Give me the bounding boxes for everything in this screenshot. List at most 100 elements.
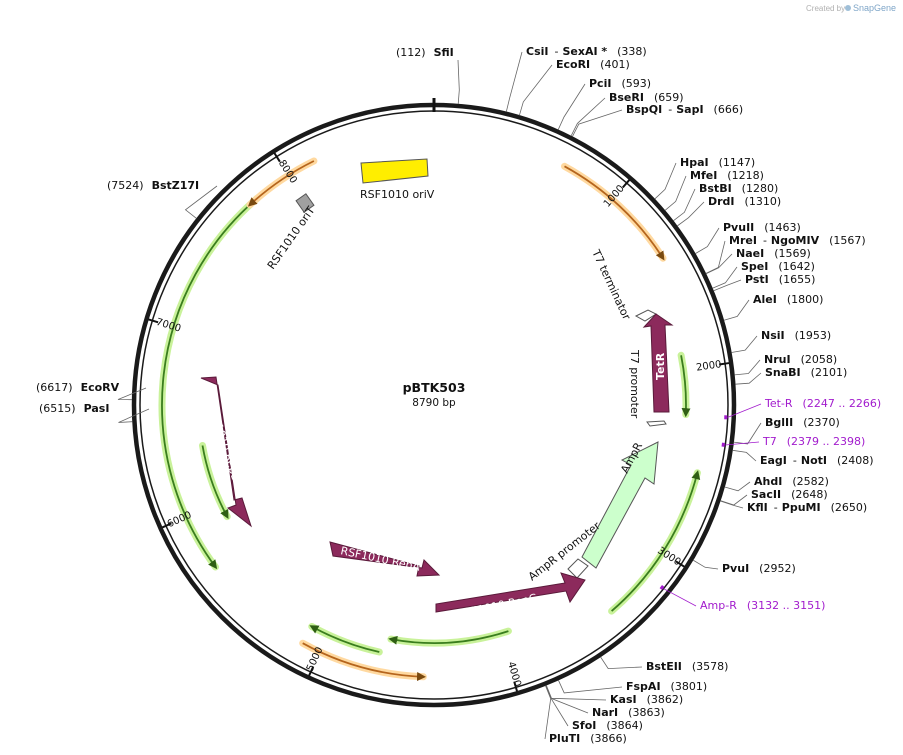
site-leader-line xyxy=(544,685,552,740)
restriction-site[interactable]: SacII(2648) xyxy=(751,488,828,501)
restriction-site[interactable]: KasI(3862) xyxy=(610,693,683,706)
site-position: (666) xyxy=(714,103,744,116)
restriction-site[interactable]: BstEII(3578) xyxy=(646,660,728,673)
site-leader-line xyxy=(735,372,762,385)
restriction-site[interactable]: PluTI(3866) xyxy=(549,732,627,745)
feature-repa[interactable] xyxy=(329,541,441,577)
site-leader-line xyxy=(519,64,553,116)
restriction-site[interactable]: NruI(2058) xyxy=(764,353,837,366)
site-name: NaeI xyxy=(736,247,764,260)
site-position: (1280) xyxy=(742,182,779,195)
site-position: (3866) xyxy=(590,732,627,745)
restriction-site[interactable]: KflI-PpuMI(2650) xyxy=(747,501,867,514)
restriction-site[interactable]: (112)SfiI xyxy=(396,46,454,59)
tick-mark xyxy=(718,362,730,366)
restriction-site[interactable]: SnaBI(2101) xyxy=(765,366,847,379)
restriction-site[interactable]: DrdI(1310) xyxy=(708,195,781,208)
orf-arrow[interactable] xyxy=(388,630,509,645)
site-name: DrdI xyxy=(708,195,735,208)
orf-arrow[interactable] xyxy=(161,197,258,570)
tick-label: 4000 xyxy=(505,661,523,689)
feature-ampr[interactable] xyxy=(581,441,659,569)
plasmid-center-label: pBTK503 8790 bp xyxy=(403,380,466,409)
site-name: SacII xyxy=(751,488,781,501)
orf-arrow[interactable] xyxy=(564,165,665,261)
restriction-site[interactable]: AleI(1800) xyxy=(753,293,823,306)
site-position: (659) xyxy=(654,91,684,104)
restriction-site[interactable]: CsiI-SexAI *(338) xyxy=(526,45,647,58)
restriction-site[interactable]: NarI(3863) xyxy=(592,706,665,719)
primer-label[interactable]: Amp-R(3132 .. 3151) xyxy=(700,599,825,612)
watermark-brand: SnapGene xyxy=(853,3,896,13)
orf-arrow[interactable] xyxy=(247,160,315,207)
primer-label[interactable]: Tet-R(2247 .. 2266) xyxy=(764,397,881,410)
tick-mark xyxy=(148,318,159,324)
restriction-site[interactable]: PvuI(2952) xyxy=(722,562,796,575)
primer-layer: Tet-R(2247 .. 2266) T7(2379 .. 2398) Amp-R… xyxy=(659,397,881,612)
restriction-site[interactable]: AhdI (2582) xyxy=(754,475,829,488)
restriction-site[interactable]: PstI(1655) xyxy=(745,273,815,286)
site-name: BstBI xyxy=(699,182,732,195)
tick-mark xyxy=(675,560,685,568)
primer-mark[interactable] xyxy=(721,442,725,447)
orf-arrow[interactable] xyxy=(309,625,380,653)
site-position: (1567) xyxy=(829,234,866,247)
restriction-site[interactable]: (7524)BstZ17I xyxy=(107,179,199,192)
site-name: EcoRI xyxy=(556,58,590,71)
site-leader-line xyxy=(705,240,726,274)
feature-repb[interactable] xyxy=(200,376,252,528)
restriction-site[interactable]: EagI-NotI(2408) xyxy=(760,454,874,467)
site-name: BglII xyxy=(765,416,793,429)
restriction-site[interactable]: SpeI(1642) xyxy=(741,260,815,273)
restriction-site[interactable]: BseRI(659) xyxy=(609,91,684,104)
site-name: PasI xyxy=(84,402,110,415)
site-position: (3578) xyxy=(692,660,729,673)
feature-ampr-promoter[interactable] xyxy=(567,558,589,579)
restriction-site[interactable]: HpaI(1147) xyxy=(680,156,755,169)
restriction-site[interactable]: BglII (2370) xyxy=(765,416,840,429)
orf-arrow[interactable] xyxy=(680,355,691,418)
restriction-site[interactable]: (6617)EcoRV xyxy=(36,381,120,394)
site-leader-line xyxy=(557,83,586,130)
primer-range: (3132 .. 3151) xyxy=(747,599,826,612)
restriction-site[interactable]: (6515)PasI xyxy=(39,402,109,415)
site-name: AhdI xyxy=(754,475,782,488)
restriction-site[interactable]: PciI(593) xyxy=(589,77,651,90)
site-name: MfeI xyxy=(690,169,717,182)
primer-label[interactable]: T7(2379 .. 2398) xyxy=(762,435,865,448)
feature-oriv[interactable] xyxy=(360,158,429,184)
orf-arrow[interactable] xyxy=(302,642,426,682)
tick-mark xyxy=(273,152,281,163)
restriction-site[interactable]: NaeI(1569) xyxy=(736,247,811,260)
restriction-site[interactable]: MfeI(1218) xyxy=(690,169,764,182)
site-position: (1953) xyxy=(795,329,832,342)
site-leader-line xyxy=(558,680,623,694)
feature-tetr[interactable] xyxy=(642,313,674,413)
feature-orit[interactable] xyxy=(295,193,315,213)
site-position: (1147) xyxy=(719,156,756,169)
restriction-site[interactable]: NsiI(1953) xyxy=(761,329,831,342)
restriction-site[interactable]: BstBI (1280) xyxy=(699,182,778,195)
restriction-site[interactable]: SfoI(3864) xyxy=(572,719,643,732)
site-position: (2582) xyxy=(792,475,829,488)
orf-arrow[interactable] xyxy=(611,470,701,612)
site-position: (7524) xyxy=(107,179,144,192)
orf-arrow[interactable] xyxy=(201,445,229,519)
site-position: (1655) xyxy=(779,273,816,286)
restriction-site[interactable]: EcoRI(401) xyxy=(556,58,630,71)
restriction-site[interactable]: PvuII(1463) xyxy=(723,221,801,234)
plasmid-size: 8790 bp xyxy=(412,397,456,409)
site-position: (2370) xyxy=(803,416,840,429)
restriction-site[interactable]: FspAI(3801) xyxy=(626,680,707,693)
feature-repa-label: RSF1010 RepA xyxy=(339,544,421,574)
restriction-site[interactable]: MreI-NgoMIV(1567) xyxy=(729,234,866,247)
restriction-site[interactable]: BspQI-SapI(666) xyxy=(626,103,743,116)
feature-tetr-label: TetR xyxy=(654,352,667,380)
feature-t7-promoter[interactable] xyxy=(646,420,667,427)
site-leader-line xyxy=(600,656,643,670)
site-leader-line xyxy=(505,51,523,112)
site-leader-line xyxy=(724,481,751,492)
feature-repc[interactable] xyxy=(435,572,586,613)
feature-t7-promoter-label: T7 promoter xyxy=(628,349,641,419)
primer-mark[interactable] xyxy=(659,584,665,590)
